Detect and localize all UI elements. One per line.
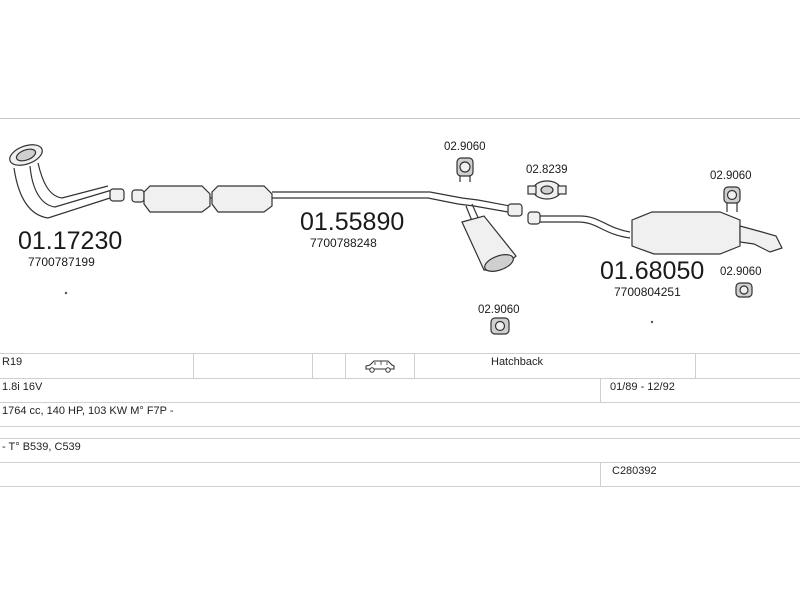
mount-bottom-center-number: 02.9060 xyxy=(478,304,520,316)
clamp-center-number: 02.8239 xyxy=(526,164,568,176)
rear-silencer-number: 01.68050 xyxy=(600,257,704,285)
table-col-divider xyxy=(414,353,415,378)
table-col-divider xyxy=(312,353,313,378)
vehicle-body-type: Hatchback xyxy=(491,356,543,368)
vehicle-engine: 1.8i 16V xyxy=(2,381,43,393)
downpipe-number: 01.17230 xyxy=(18,227,122,255)
middle-section-part[interactable] xyxy=(131,185,523,217)
rear-silencer-part[interactable] xyxy=(527,211,783,255)
table-col-divider xyxy=(695,353,696,378)
table-row: - T° B539, C539 xyxy=(0,438,800,462)
middle-section-number: 01.55890 xyxy=(300,208,404,236)
table-row: C280392 xyxy=(0,462,800,486)
mount-top-center-number: 02.9060 xyxy=(444,141,486,153)
table-divider xyxy=(0,426,800,427)
clamp-icon[interactable] xyxy=(527,180,567,200)
mount-right-number: 02.9060 xyxy=(720,266,762,278)
table-divider xyxy=(0,462,800,463)
rear-silencer-oem: 7700804251 xyxy=(614,285,681,299)
rubber-mount-icon[interactable] xyxy=(456,157,474,182)
exhaust-diagram: 01.17230 7700787199 01.55890 7700788248 … xyxy=(7,141,783,335)
hatchback-car-icon xyxy=(365,360,395,373)
table-divider xyxy=(0,402,800,403)
table-col-divider xyxy=(345,353,346,378)
vehicle-years: 01/89 - 12/92 xyxy=(610,381,675,393)
table-divider xyxy=(0,378,800,379)
table-col-divider xyxy=(600,462,601,486)
table-row: R19 Hatchback xyxy=(0,353,800,378)
vehicle-model: R19 xyxy=(2,356,23,368)
table-border xyxy=(0,353,800,354)
middle-section-oem: 7700788248 xyxy=(310,236,377,250)
rubber-mount-icon[interactable] xyxy=(490,317,510,335)
vehicle-specs: 1764 cc, 140 HP, 103 KW M° F7P - xyxy=(2,405,174,417)
mount-top-right-number: 02.9060 xyxy=(710,170,752,182)
vehicle-code: C280392 xyxy=(612,465,657,477)
downpipe-part[interactable] xyxy=(7,141,125,219)
rubber-mount-icon[interactable] xyxy=(735,282,753,298)
center-silencer-part[interactable] xyxy=(461,203,517,275)
top-border xyxy=(0,118,800,119)
table-col-divider xyxy=(600,378,601,402)
vehicle-types: - T° B539, C539 xyxy=(2,441,81,453)
table-divider xyxy=(0,438,800,439)
table-divider xyxy=(0,486,800,487)
rubber-mount-icon[interactable] xyxy=(723,186,741,212)
table-row: 1.8i 16V 01/89 - 12/92 xyxy=(0,378,800,402)
downpipe-oem: 7700787199 xyxy=(28,255,95,269)
table-col-divider xyxy=(193,353,194,378)
table-row: 1764 cc, 140 HP, 103 KW M° F7P - xyxy=(0,402,800,426)
